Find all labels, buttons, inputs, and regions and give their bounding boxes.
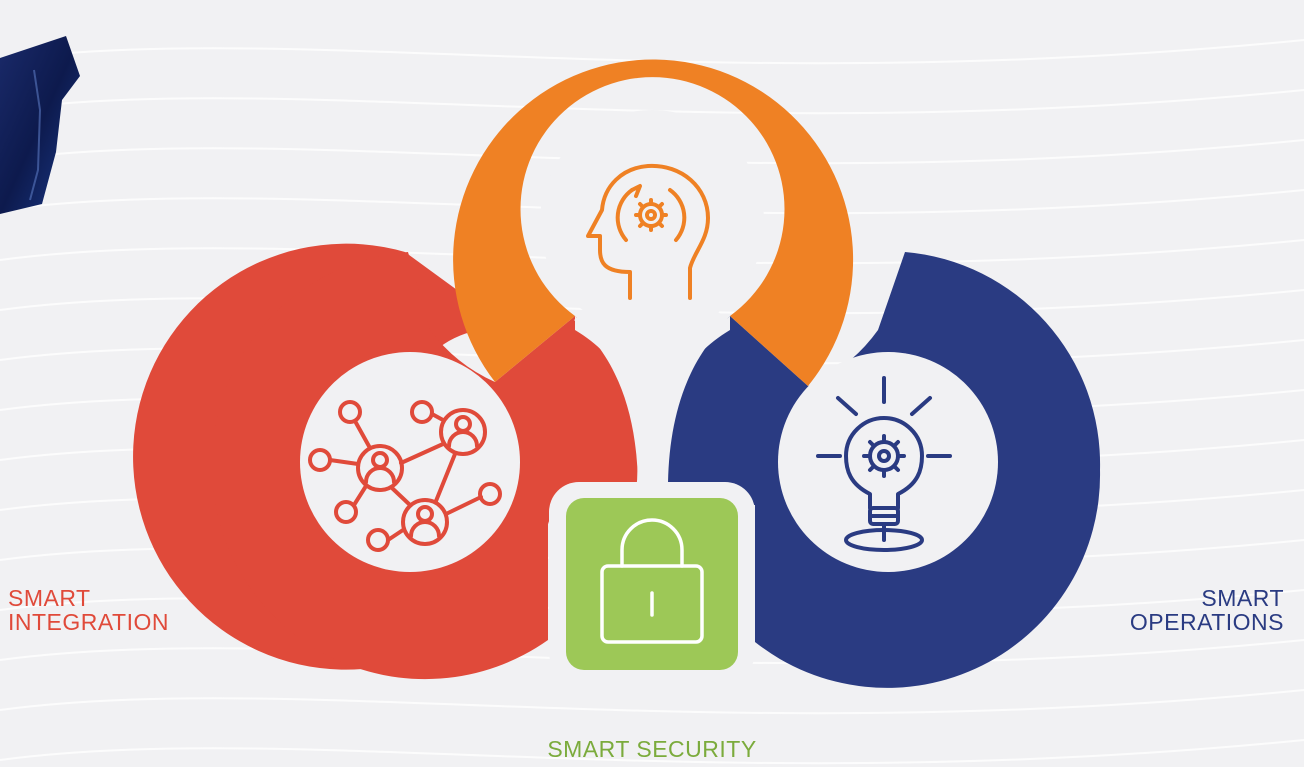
corner-decoration (0, 36, 80, 214)
security-box (566, 498, 738, 670)
security-label: SMART SECURITY (547, 736, 757, 762)
center-channel-lower (574, 300, 730, 490)
lightbulb-gear-icon (816, 376, 952, 552)
padlock-icon (600, 518, 704, 644)
network-people-icon (308, 400, 502, 552)
intelligence-ring (453, 59, 854, 386)
operations-label: SMART OPERATIONS (1130, 586, 1284, 634)
head-gear-icon (586, 163, 710, 300)
integration-label-line1: SMART (8, 585, 91, 611)
integration-label: SMART INTEGRATION (8, 586, 169, 634)
intelligence-inner-circle (540, 110, 764, 334)
operations-label-line2: OPERATIONS (1129, 609, 1284, 635)
integration-label-line2: INTEGRATION (8, 609, 169, 635)
operations-label-line1: SMART (1201, 585, 1284, 611)
operations-inner-circle (778, 352, 998, 572)
